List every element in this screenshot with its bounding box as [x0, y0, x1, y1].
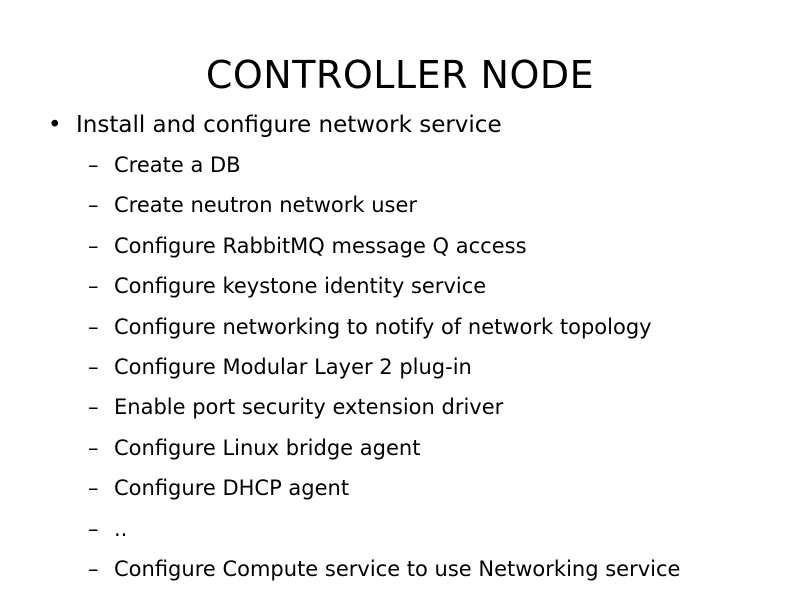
dash-marker: – — [88, 354, 99, 379]
sub-bullet-text: Configure DHCP agent — [114, 476, 350, 501]
sub-bullet-item: –Configure networking to notify of netwo… — [88, 310, 788, 350]
dash-marker: – — [88, 556, 99, 581]
dash-marker: – — [88, 476, 99, 501]
sub-bullet-text: Configure keystone identity service — [114, 274, 487, 299]
dash-marker: – — [88, 233, 99, 258]
sub-bullet-item: –Create a DB — [88, 148, 788, 188]
sub-bullet-text: Configure Compute service to use Network… — [114, 556, 681, 581]
dash-marker: – — [88, 395, 99, 420]
bullet-marker: • — [48, 112, 62, 138]
sub-bullet-item: –Configure Modular Layer 2 plug-in — [88, 350, 788, 390]
dash-marker: – — [88, 193, 99, 218]
sub-bullet-text: Create neutron network user — [114, 193, 417, 218]
slide-title: CONTROLLER NODE — [205, 53, 595, 97]
dash-marker: – — [88, 435, 99, 460]
bullet-text: Install and configure network service — [76, 112, 502, 138]
sub-bullet-text: Configure RabbitMQ message Q access — [114, 233, 527, 258]
sub-bullet-text: Create a DB — [114, 153, 241, 177]
sub-bullet-item: –Enable port security extension driver — [88, 390, 788, 430]
bullet-item: • Install and configure network service — [48, 108, 502, 142]
sub-bullet-list: –Create a DB –Create neutron network use… — [88, 148, 788, 592]
sub-bullet-text: Enable port security extension driver — [114, 395, 504, 420]
sub-bullet-item: –Configure Compute service to use Networ… — [88, 552, 788, 592]
sub-bullet-item: –Configure keystone identity service — [88, 269, 788, 309]
dash-marker: – — [88, 314, 99, 339]
sub-bullet-item: –Create neutron network user — [88, 188, 788, 228]
sub-bullet-text: .. — [114, 516, 128, 541]
dash-marker: – — [88, 153, 99, 177]
sub-bullet-item: –Configure DHCP agent — [88, 471, 788, 511]
sub-bullet-text: Configure networking to notify of networ… — [114, 314, 652, 339]
dash-marker: – — [88, 516, 99, 541]
sub-bullet-text: Configure Modular Layer 2 plug-in — [114, 354, 472, 379]
sub-bullet-item: –.. — [88, 512, 788, 552]
sub-bullet-text: Configure Linux bridge agent — [114, 435, 421, 460]
sub-bullet-item: –Configure Linux bridge agent — [88, 431, 788, 471]
sub-bullet-item: –Configure RabbitMQ message Q access — [88, 229, 788, 269]
dash-marker: – — [88, 274, 99, 299]
